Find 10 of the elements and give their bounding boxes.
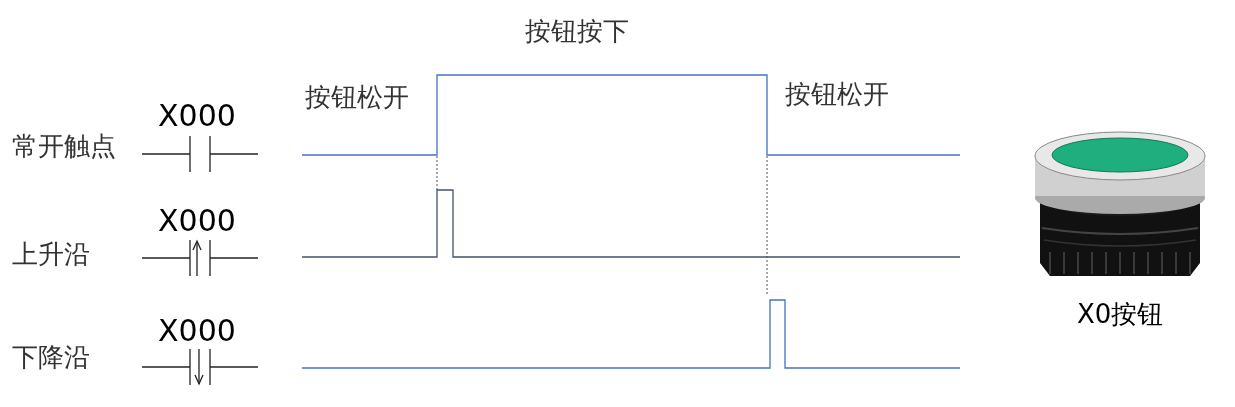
caption: X0按钮 xyxy=(1077,301,1164,327)
row-label: 常开触点 xyxy=(12,133,116,159)
contact-address: X000 xyxy=(158,316,236,346)
contact-address: X000 xyxy=(158,206,236,236)
contact-address: X000 xyxy=(158,101,236,131)
row-label: 下降沿 xyxy=(12,344,90,370)
row-label: 上升沿 xyxy=(12,241,90,267)
heading: 按钮按下 xyxy=(525,18,629,44)
state-label: 按钮松开 xyxy=(785,81,889,107)
state-label: 按钮松开 xyxy=(305,84,409,110)
